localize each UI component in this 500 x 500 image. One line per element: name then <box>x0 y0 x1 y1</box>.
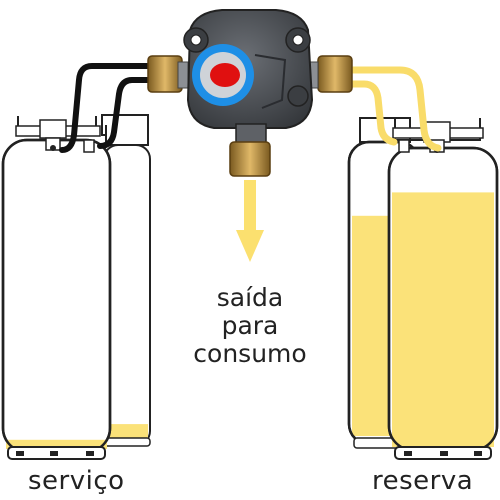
left-inlet-fitting <box>147 55 183 93</box>
changeover-regulator-icon <box>147 9 353 177</box>
reserve-hose-front <box>346 66 442 152</box>
output-label-line-1: saída <box>216 283 284 312</box>
service-tanks <box>1 63 153 460</box>
service-tank-back-gas-fill <box>106 424 148 438</box>
service-label: serviço <box>28 466 125 496</box>
reserve-hose-back <box>346 80 398 146</box>
reserve-tank-gas-fill <box>392 192 494 447</box>
reserve-tank-front <box>387 118 499 460</box>
service-tank-back <box>101 114 151 447</box>
arrow-down-icon <box>236 180 264 262</box>
output-label-line-3: consumo <box>193 339 307 368</box>
reserve-tanks <box>346 66 499 460</box>
reserve-label: reserva <box>372 466 474 496</box>
outlet-fitting <box>229 141 271 177</box>
right-inlet-fitting <box>317 55 353 93</box>
output-label: saída para consumo <box>180 284 320 368</box>
service-tank-gas-fill <box>6 439 107 449</box>
output-label-line-2: para <box>221 311 279 340</box>
service-tank-front <box>1 116 112 460</box>
service-hose-back <box>97 77 153 149</box>
service-hose-front <box>59 63 153 153</box>
status-indicator-icon <box>192 44 254 106</box>
